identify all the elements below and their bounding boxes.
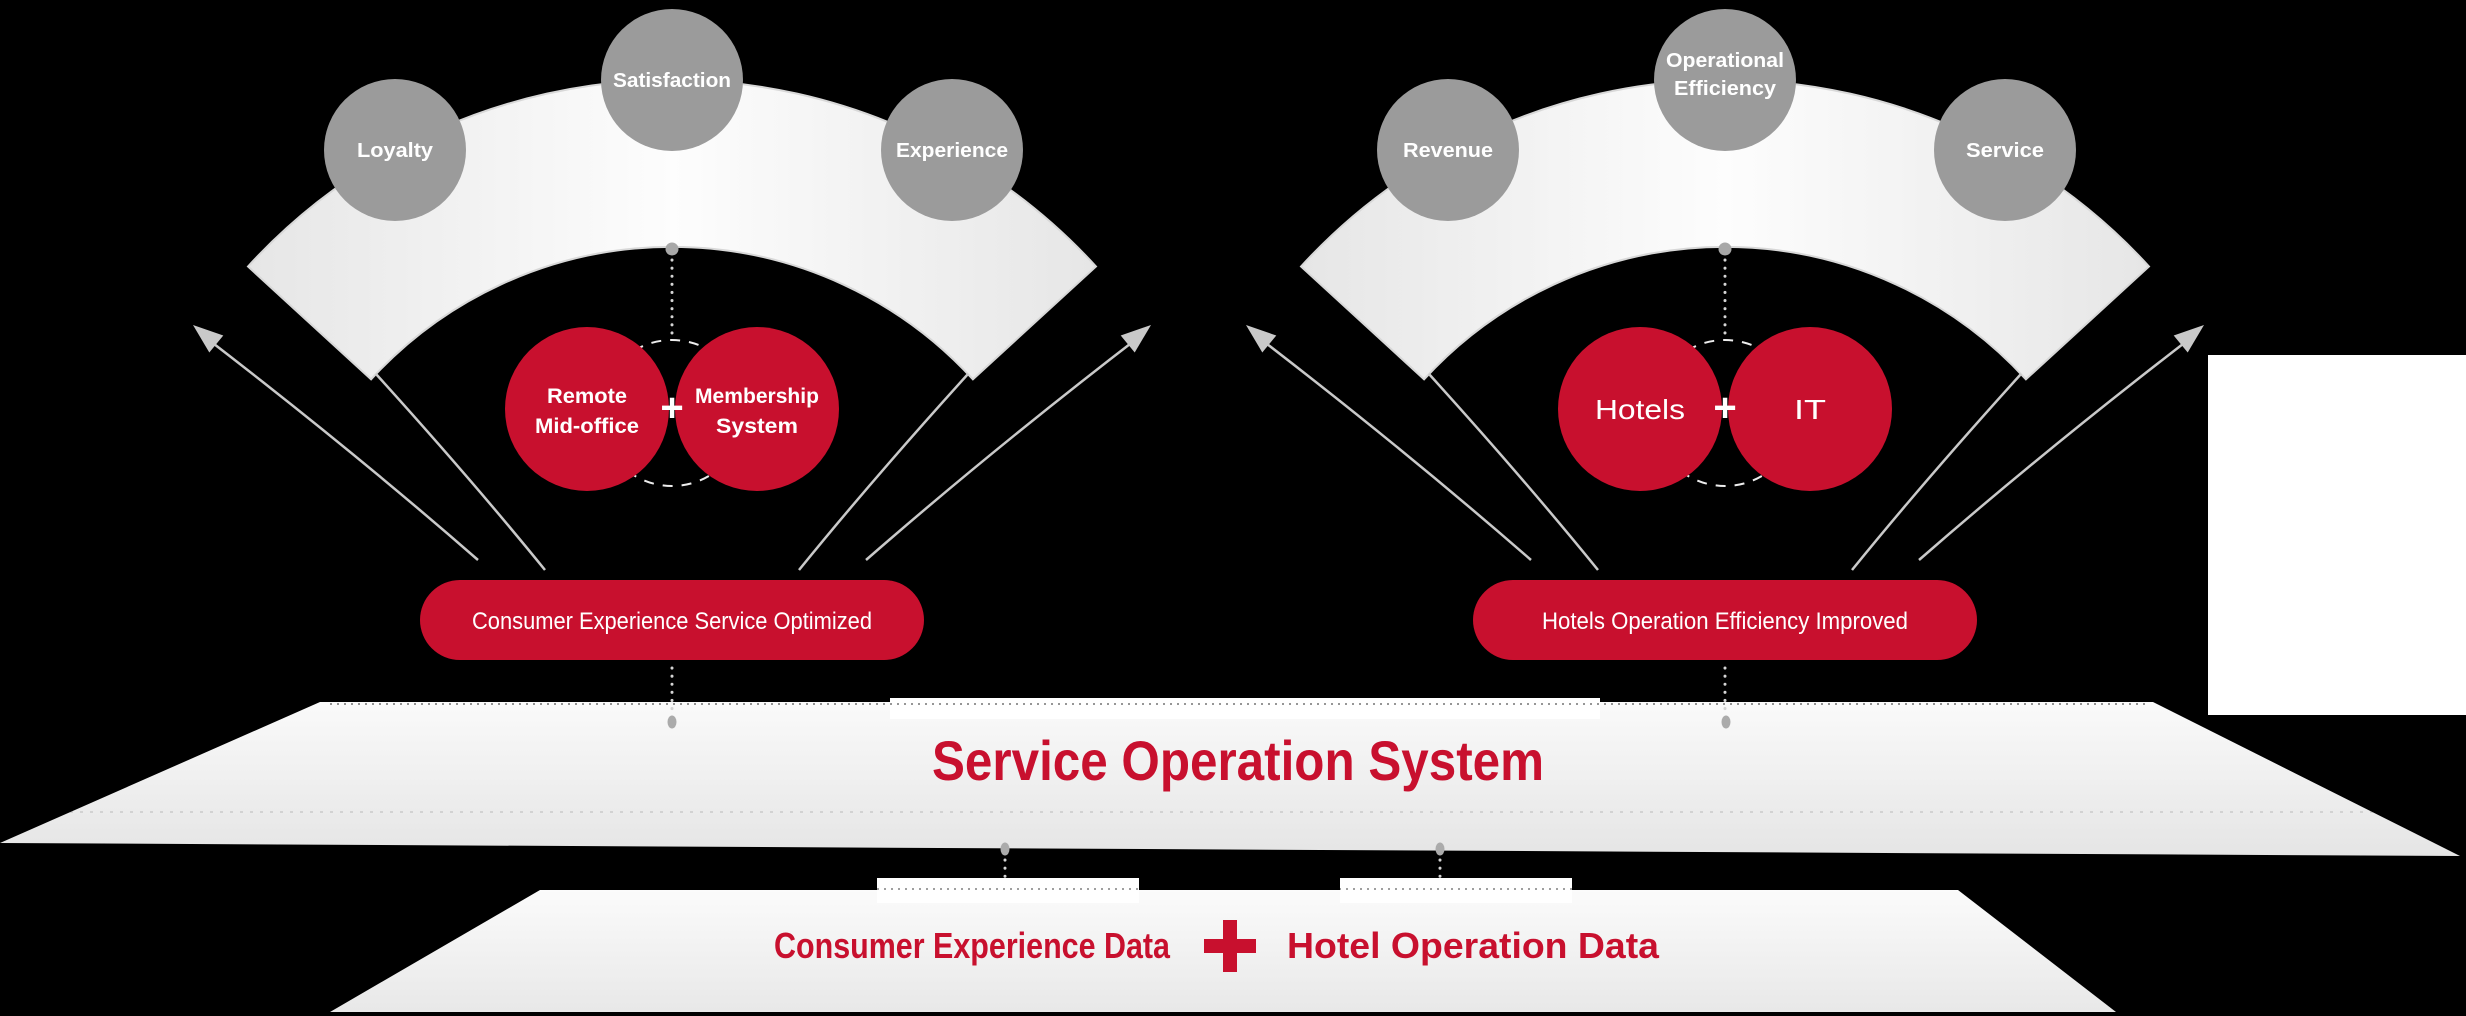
factor-circle-revenue: [1377, 79, 1519, 221]
flow-arrow-line-left: [1257, 336, 1532, 561]
white-panel: [2208, 355, 2466, 715]
factor-label-loyalty: Loyalty: [357, 140, 434, 162]
platform-title: Service Operation System: [932, 729, 1544, 792]
flow-arrow-line-left: [204, 336, 479, 561]
data-platform-highlight-tab: [1340, 878, 1572, 903]
core-circle2-label-line1: Membership: [695, 385, 819, 408]
core-circle1-label-line1: Remote: [547, 385, 627, 408]
factor-label-revenue: Revenue: [1403, 140, 1493, 162]
arrowhead-right-icon: [1120, 325, 1151, 353]
right-fan: Revenue Operational Efficiency Service H…: [1246, 9, 2204, 714]
connector-dot: [667, 715, 677, 729]
flow-line-inner-left: [375, 373, 546, 571]
band-hub-dot: [665, 242, 679, 256]
core-circle-hotels-label: Hotels: [1595, 394, 1685, 425]
arrowhead-left-icon: [1246, 325, 1277, 353]
flow-arrow-line-right: [865, 336, 1140, 561]
core-circle-remote-mid-office: [505, 327, 669, 491]
data-platform-highlight-tab: [877, 878, 1139, 903]
core-circle-it-label: IT: [1794, 394, 1826, 425]
flow-line-inner-left: [1428, 373, 1599, 571]
core-circle-membership-system: [675, 327, 839, 491]
core-circle-hotels: [1558, 327, 1722, 491]
flow-line-inner-right: [798, 373, 969, 571]
factor-circle-satisfaction: [601, 9, 743, 151]
connector-dot: [1000, 842, 1010, 856]
arrowhead-right-icon: [2173, 325, 2204, 353]
data-platform: Consumer Experience Data + Hotel Operati…: [330, 878, 2116, 1012]
data-label-hotel-operation: Hotel Operation Data: [1287, 925, 1660, 966]
core-plus-sign: +: [1713, 386, 1736, 430]
result-pill: [1473, 580, 1977, 660]
connector-dot: [1435, 842, 1445, 856]
connector-dot: [1721, 715, 1731, 729]
flow-line-inner-right: [1851, 373, 2022, 571]
service-platform-highlight-tab: [890, 698, 1600, 719]
service-platform-surface: [0, 702, 2460, 856]
service-platform: Service Operation System: [0, 698, 2460, 886]
data-plus-icon: +: [1204, 920, 1256, 972]
factor-label-experience: Experience: [896, 140, 1008, 162]
factor-label-operational-line1: Operational: [1666, 50, 1784, 72]
band-hub-dot: [1718, 242, 1732, 256]
factor-circle-service: [1934, 79, 2076, 221]
data-label-consumer-experience: Consumer Experience Data: [774, 925, 1171, 966]
factor-label-service: Service: [1966, 140, 2044, 162]
factor-circle-loyalty: [324, 79, 466, 221]
core-circle-it: [1728, 327, 1892, 491]
result-pill-label: Hotels Operation Efficiency Improved: [1542, 608, 1908, 635]
core-plus-sign: +: [660, 386, 683, 430]
factor-label-operational-line2: Efficiency: [1674, 78, 1777, 100]
factor-circle-experience: [881, 79, 1023, 221]
result-pill-label: Consumer Experience Service Optimized: [472, 608, 872, 635]
core-circle2-label-line2: System: [716, 415, 798, 438]
left-fan: Loyalty Satisfaction Experience Remote M…: [193, 9, 1151, 714]
factor-label-satisfaction: Satisfaction: [613, 70, 731, 92]
core-circle1-label-line2: Mid-office: [535, 415, 639, 438]
flow-arrow-line-right: [1918, 336, 2193, 561]
arrowhead-left-icon: [193, 325, 224, 353]
factor-circle-operational-efficiency: [1654, 9, 1796, 151]
result-pill: [420, 580, 924, 660]
